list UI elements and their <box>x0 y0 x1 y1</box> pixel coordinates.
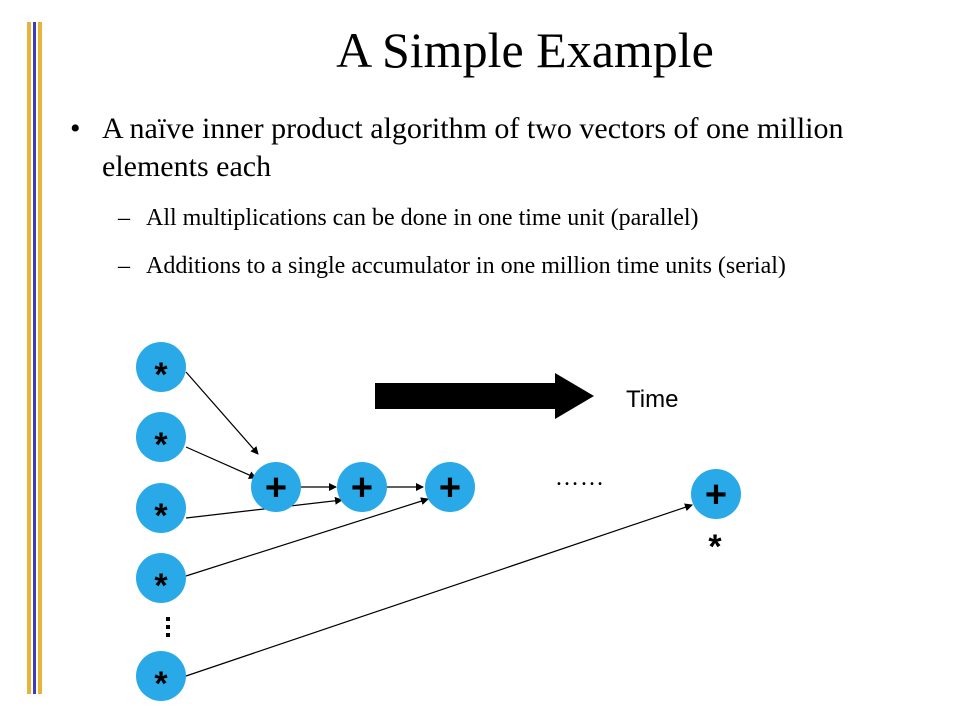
extra-multiply-symbol: * <box>708 528 722 566</box>
add-nodes: + + + + <box>251 462 741 519</box>
main-bullet: • A naïve inner product algorithm of two… <box>70 110 920 186</box>
edge-mul1-add1 <box>185 371 259 455</box>
sub-bullet-text: All multiplications can be done in one t… <box>146 205 699 231</box>
add-node: + <box>337 462 387 512</box>
vertical-ellipsis <box>166 617 170 637</box>
add-node-label: + <box>439 467 461 509</box>
left-accent-bar-blue <box>33 22 36 694</box>
sub-bullet-dash: – <box>118 205 130 231</box>
multiply-node: * <box>136 412 186 464</box>
multiply-node: * <box>136 483 186 535</box>
diagram-edges <box>185 371 693 677</box>
multiply-node-label: * <box>154 567 168 605</box>
edge-mulN-addN <box>185 503 693 677</box>
add-node: + <box>251 462 301 512</box>
edge-mul4-add3 <box>185 497 429 577</box>
edge-mul2-add1 <box>185 446 257 479</box>
main-bullet-text: A naïve inner product algorithm of two v… <box>102 112 844 183</box>
add-node-label: + <box>351 467 373 509</box>
horizontal-ellipsis: …… <box>555 465 605 491</box>
sub-bullet-additions: – Additions to a single accumulator in o… <box>118 251 918 282</box>
multiply-node-label: * <box>154 665 168 703</box>
multiply-node-label: * <box>154 497 168 535</box>
add-node-label: + <box>265 467 287 509</box>
multiply-node: * <box>136 651 186 703</box>
sub-bullet-dash: – <box>118 253 130 279</box>
slide-title: A Simple Example <box>336 22 714 78</box>
multiply-node-label: * <box>154 426 168 464</box>
add-node: + <box>425 462 475 512</box>
bullet-dot: • <box>70 112 81 145</box>
time-label: Time <box>626 386 679 413</box>
multiply-node: * <box>136 553 186 605</box>
left-accent-bar-gold-2 <box>38 22 42 694</box>
time-arrow <box>375 373 594 419</box>
multiply-node-label: * <box>154 356 168 394</box>
sub-bullet-text: Additions to a single accumulator in one… <box>146 253 786 279</box>
add-node: + <box>691 469 741 519</box>
edge-mul3-add2 <box>185 496 343 519</box>
multiply-node: * <box>136 342 186 394</box>
sub-bullet-multiplications: – All multiplications can be done in one… <box>118 203 918 234</box>
add-node-label: + <box>705 474 727 516</box>
left-accent-bar-gold <box>27 22 31 694</box>
multiply-nodes: * * * * * <box>136 342 186 703</box>
